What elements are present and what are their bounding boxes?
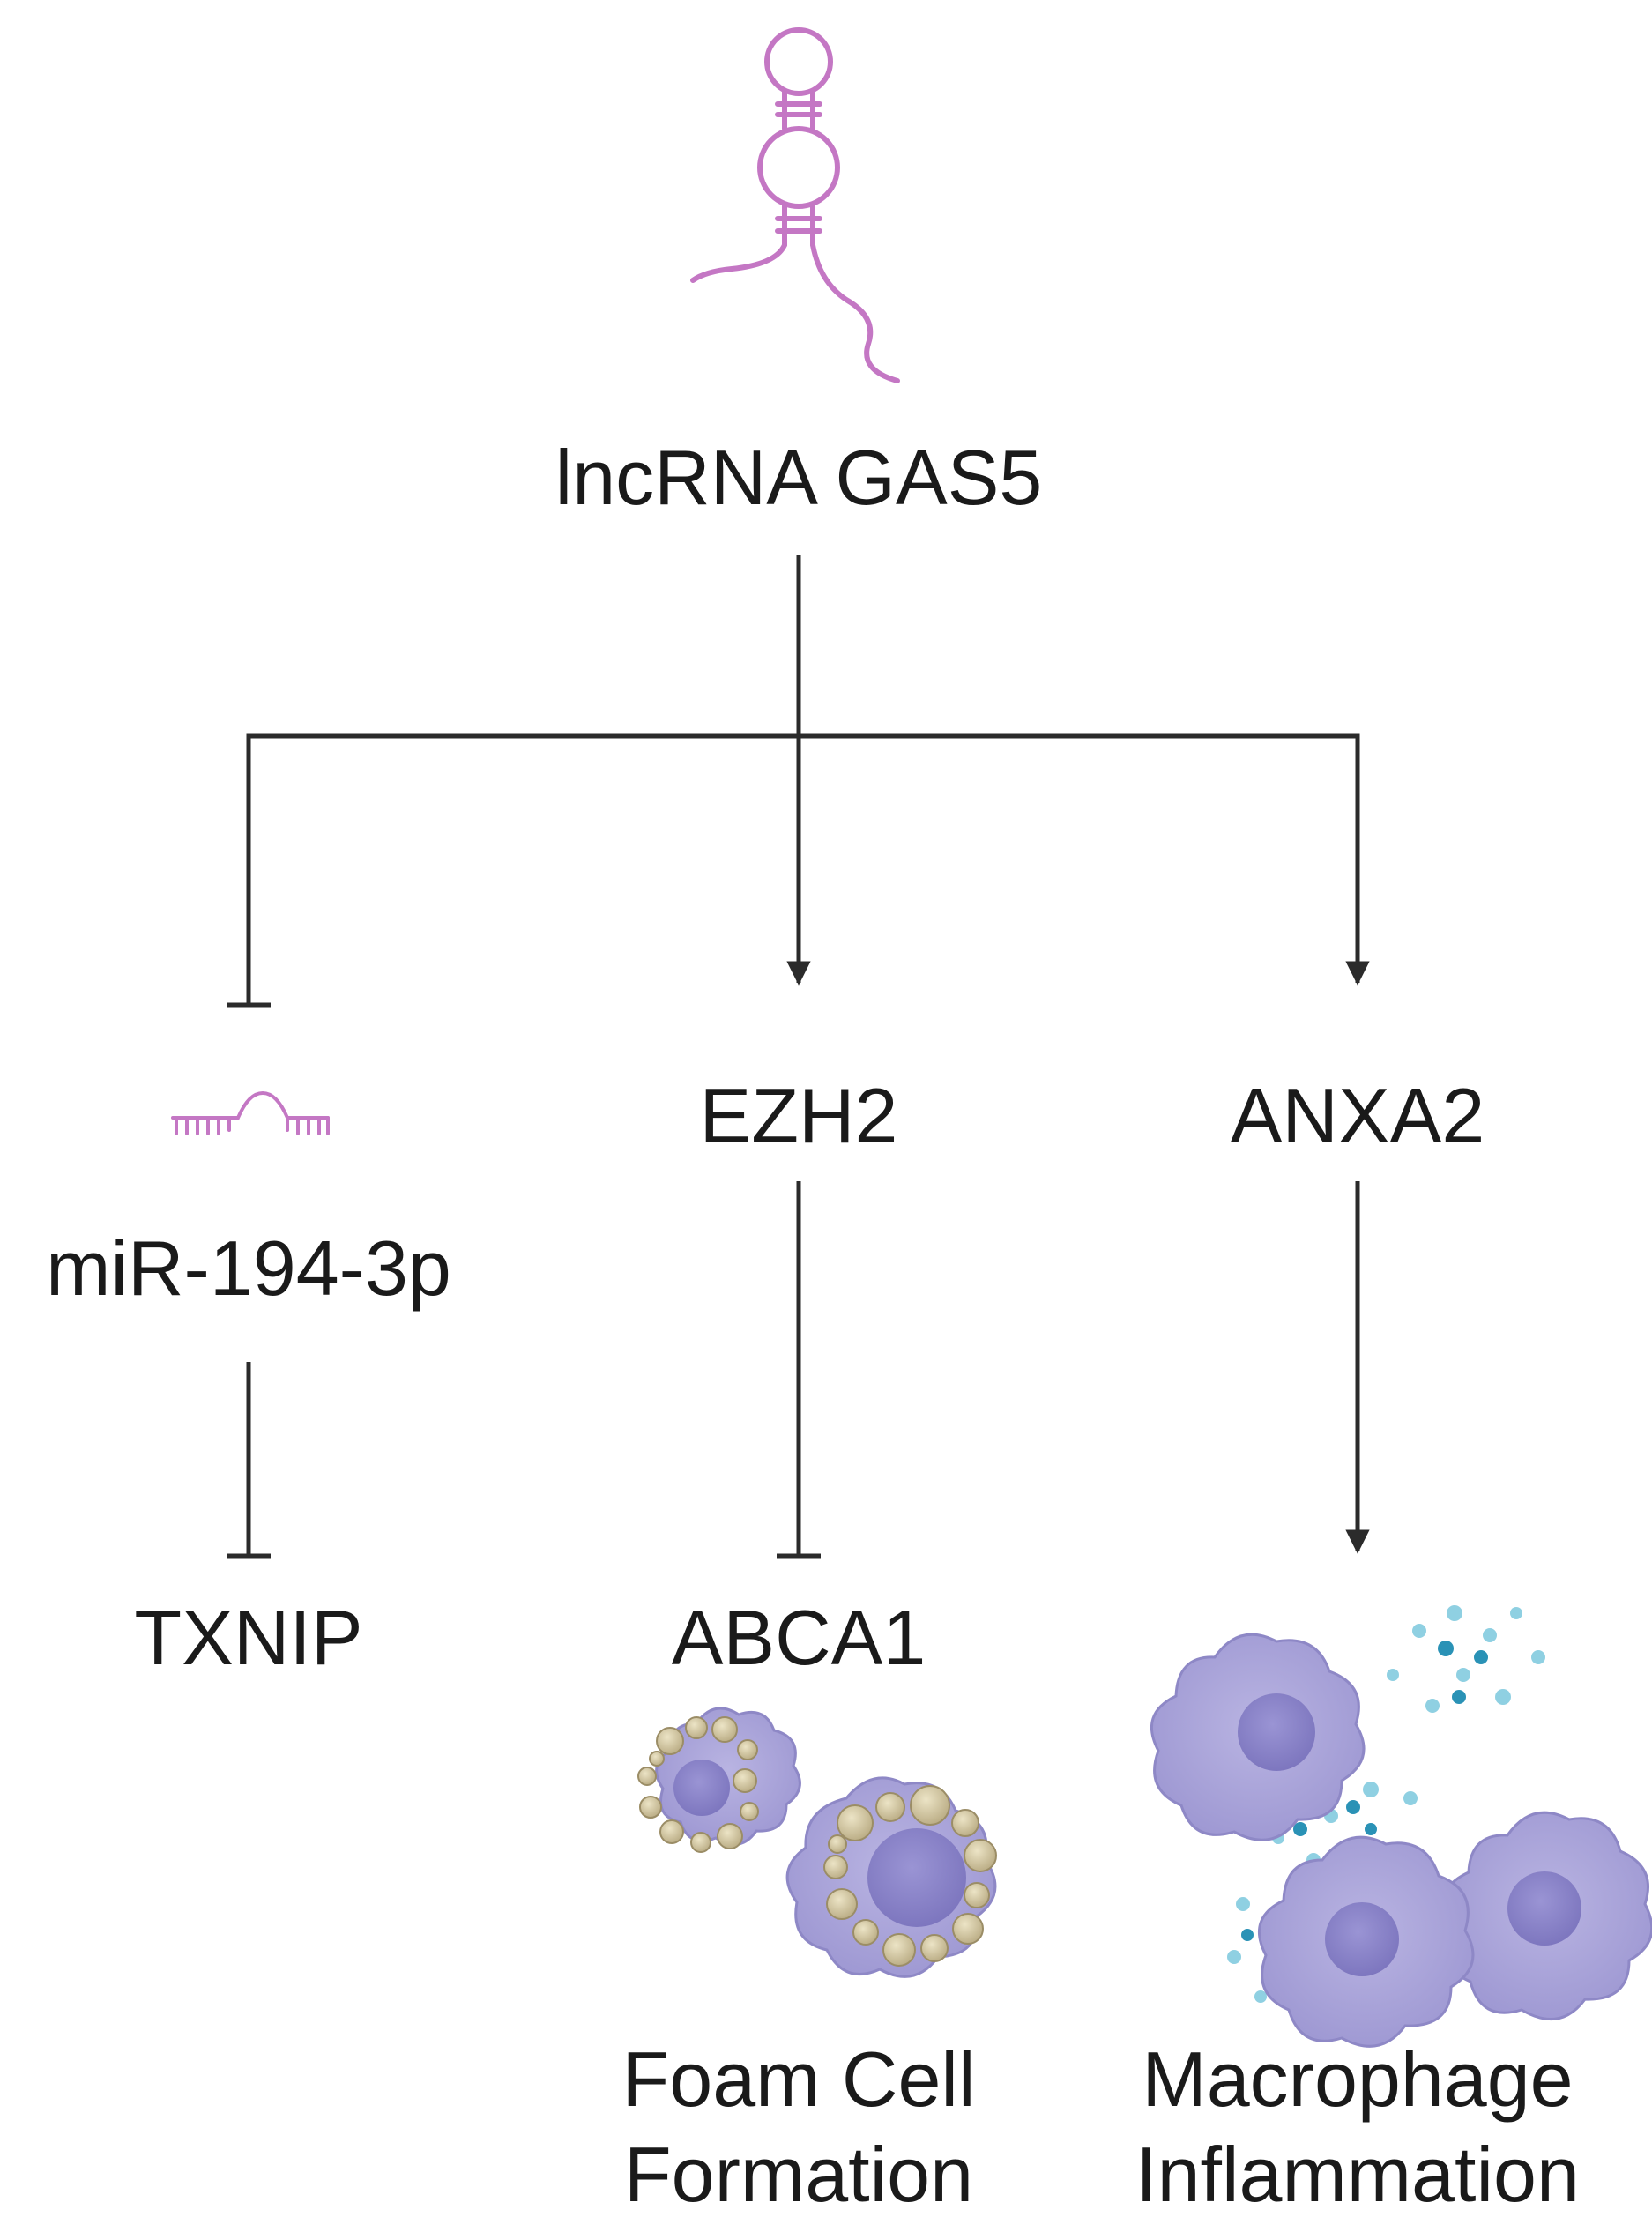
label-foam-cell-line2: Formation — [623, 2131, 974, 2218]
foam-cell-large — [785, 1776, 997, 1978]
mirna-icon — [171, 1090, 330, 1135]
label-macrophage-line2: Inflammation — [1135, 2131, 1580, 2218]
label-ezh2: EZH2 — [699, 1072, 898, 1159]
macrophage-right — [1441, 1811, 1652, 2021]
label-mir-194-3p: miR-194-3p — [46, 1224, 451, 1312]
foam-cell-small — [637, 1707, 801, 1853]
label-lncrna-gas5: lncRNA GAS5 — [554, 434, 1043, 521]
label-macrophage-line1: Macrophage — [1142, 2035, 1574, 2123]
label-anxa2: ANXA2 — [1230, 1072, 1485, 1159]
macrophage-top — [1150, 1633, 1366, 1841]
lncrna-hairpin-icon — [690, 27, 900, 383]
label-abca1: ABCA1 — [671, 1594, 926, 1681]
label-macrophage-inflammation: Macrophage Inflammation — [1135, 2032, 1580, 2222]
label-foam-cell-line1: Foam Cell — [621, 2035, 976, 2123]
macrophage-bottom — [1258, 1835, 1475, 2048]
foam-cell-icon — [637, 1707, 997, 1978]
edge-branch-bar — [246, 733, 1360, 1005]
macrophage-icon — [1150, 1633, 1652, 2048]
connector-lines — [227, 555, 1370, 1559]
label-txnip: TXNIP — [134, 1594, 363, 1681]
label-foam-cell: Foam Cell Formation — [622, 2032, 976, 2222]
